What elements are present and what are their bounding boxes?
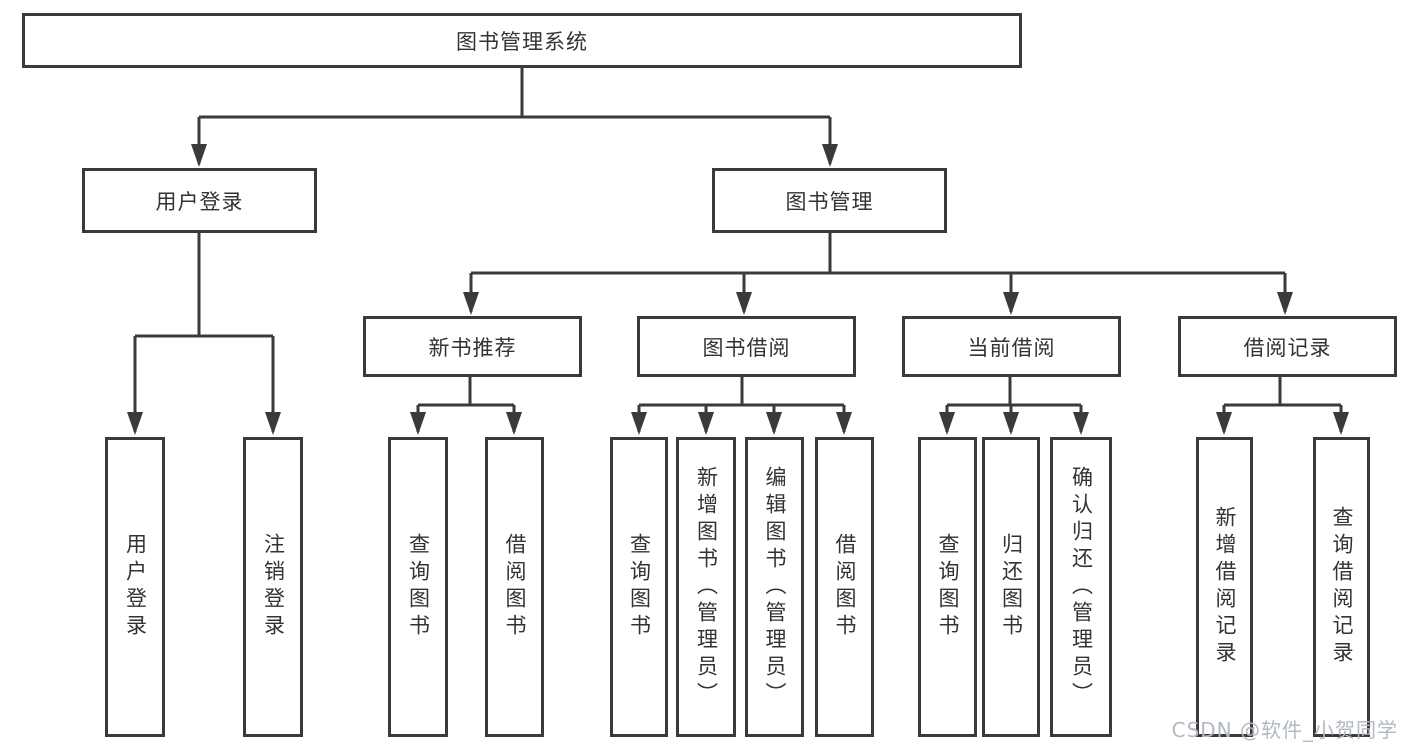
- edge-bookmgmt-to-level3: [469, 233, 1287, 312]
- leaf-borrow-books: 借阅图书: [815, 437, 874, 737]
- leaf-edit-book-admin: 编辑图书（管理员）: [745, 437, 804, 737]
- arrowhead-icon: [1003, 412, 1019, 435]
- arrowhead-icon: [1277, 292, 1293, 315]
- leaf-query-books-borrow: 查询图书: [610, 437, 668, 737]
- arrowhead-icon: [463, 292, 479, 315]
- leaf-logout: 注销登录: [243, 437, 303, 737]
- arrowhead-icon: [698, 412, 714, 435]
- arrowhead-icon: [822, 144, 838, 167]
- edge-bookborrow-to-leaves: [637, 377, 846, 432]
- node-library-management-system: 图书管理系统: [22, 13, 1022, 68]
- node-borrow-records: 借阅记录: [1178, 316, 1397, 377]
- edge-root-to-level2: [197, 68, 832, 164]
- watermark: CSDN @软件_小贺同学: [1171, 718, 1398, 742]
- leaf-query-books-recommend: 查询图书: [388, 437, 448, 737]
- edge-userlogin-to-leaves: [133, 233, 275, 432]
- arrowhead-icon: [410, 412, 426, 435]
- arrowhead-icon: [191, 144, 207, 167]
- arrowhead-icon: [506, 412, 522, 435]
- arrowhead-icon: [1216, 412, 1232, 435]
- arrowhead-icon: [1073, 412, 1089, 435]
- arrowhead-icon: [1003, 292, 1019, 315]
- node-user-login: 用户登录: [82, 168, 317, 233]
- node-new-book-recommend: 新书推荐: [363, 316, 582, 377]
- arrowhead-icon: [766, 412, 782, 435]
- node-current-borrow: 当前借阅: [902, 316, 1121, 377]
- arrowhead-icon: [736, 292, 752, 315]
- leaf-user-login: 用户登录: [105, 437, 165, 737]
- leaf-add-borrow-record: 新增借阅记录: [1196, 437, 1253, 737]
- edge-newbook-to-leaves: [416, 377, 516, 432]
- leaf-add-book-admin: 新增图书（管理员）: [676, 437, 736, 737]
- edge-borrowrecords-to-leaves: [1222, 377, 1343, 432]
- leaf-borrow-books-recommend: 借阅图书: [485, 437, 544, 737]
- node-book-borrow: 图书借阅: [637, 316, 856, 377]
- arrowheads: [127, 144, 1349, 435]
- node-book-management: 图书管理: [712, 168, 947, 233]
- arrowhead-icon: [939, 412, 955, 435]
- arrowhead-icon: [1333, 412, 1349, 435]
- leaf-query-books-current: 查询图书: [918, 437, 977, 737]
- arrowhead-icon: [265, 412, 281, 435]
- leaf-query-borrow-record: 查询借阅记录: [1313, 437, 1370, 737]
- arrowhead-icon: [127, 412, 143, 435]
- leaf-confirm-return-admin: 确认归还（管理员）: [1050, 437, 1112, 737]
- arrowhead-icon: [631, 412, 647, 435]
- arrowhead-icon: [836, 412, 852, 435]
- leaf-return-books: 归还图书: [982, 437, 1040, 737]
